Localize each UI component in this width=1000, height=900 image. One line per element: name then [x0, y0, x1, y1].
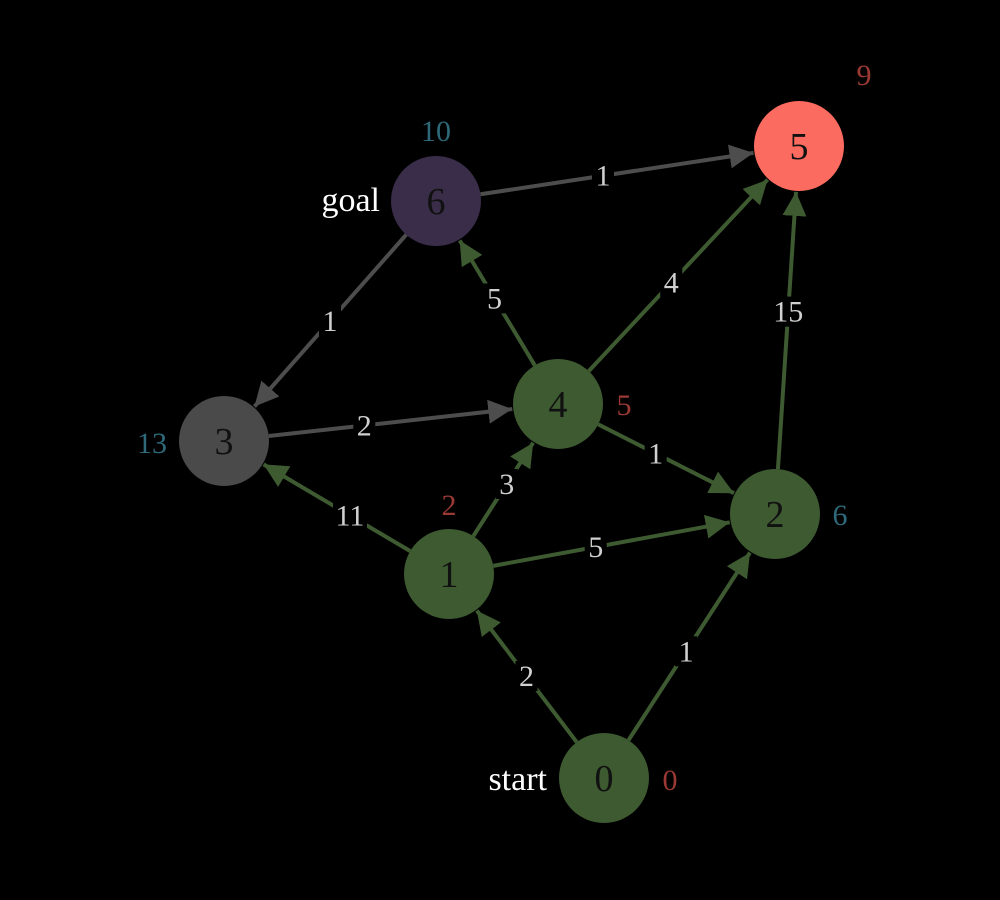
- edge-label-bg: [495, 468, 518, 499]
- edge-label-bg: [584, 532, 607, 562]
- edge-weight-label-6-3: 1: [323, 305, 338, 338]
- node-cost-annotation-0: 0: [663, 764, 678, 797]
- edge-label-bg: [771, 296, 806, 327]
- node-2[interactable]: 2: [730, 469, 820, 559]
- node-circle-2: [730, 469, 820, 559]
- edge-label-bg: [591, 160, 614, 191]
- node-circle-6: [391, 156, 481, 246]
- edge-weight-label-4-6: 5: [487, 282, 502, 315]
- node-5[interactable]: 5: [754, 101, 844, 191]
- edge-weight-label-2-5: 15: [773, 296, 803, 329]
- node-4[interactable]: 4: [513, 359, 603, 449]
- edge-weight-label-6-5: 1: [595, 160, 610, 193]
- edge-label-bg: [333, 500, 367, 531]
- node-label-6: 6: [427, 181, 446, 223]
- node-side-label-start: start: [488, 761, 547, 798]
- node-cost-annotation-1: 2: [442, 489, 457, 522]
- node-circle-5: [754, 101, 844, 191]
- node-side-label-goal: goal: [321, 182, 380, 219]
- node-label-5: 5: [790, 126, 809, 168]
- edge-weight-label-3-4: 2: [357, 409, 372, 442]
- node-6[interactable]: 6: [391, 156, 481, 246]
- node-label-0: 0: [595, 758, 614, 800]
- node-label-3: 3: [215, 421, 234, 463]
- edge-label-bg: [319, 306, 341, 336]
- edge-weight-label-0-1: 2: [519, 660, 534, 693]
- edge-label-bg: [660, 267, 683, 298]
- edge-label-bg: [515, 661, 538, 691]
- edge-2-5: [775, 191, 807, 470]
- edge-weight-label-0-2: 1: [679, 635, 694, 668]
- node-label-2: 2: [766, 494, 785, 536]
- node-1[interactable]: 1: [404, 529, 494, 619]
- edge-weight-label-1-2: 5: [588, 531, 603, 564]
- node-circle-1: [404, 529, 494, 619]
- edge-label-bg: [353, 410, 376, 441]
- node-label-1: 1: [440, 554, 459, 596]
- node-circle-0: [559, 733, 649, 823]
- edge-3-4: [268, 399, 513, 439]
- node-cost-annotation-2: 6: [833, 499, 848, 532]
- node-label-4: 4: [549, 384, 568, 426]
- node-circle-4: [513, 359, 603, 449]
- edge-weight-label-4-2: 1: [648, 438, 663, 471]
- edge-label-bg: [483, 283, 506, 314]
- node-cost-annotation-5: 9: [857, 59, 872, 92]
- edge-label-bg: [675, 636, 698, 667]
- nodes-layer: 0 1 2 3 4 5 6: [179, 101, 844, 823]
- node-cost-annotation-6: 10: [421, 115, 451, 148]
- edge-6-5: [480, 144, 754, 197]
- edge-1-2: [492, 514, 731, 568]
- edge-weight-label-4-5: 4: [664, 267, 679, 300]
- node-3[interactable]: 3: [179, 396, 269, 486]
- edge-weight-label-1-3: 11: [336, 499, 365, 532]
- node-cost-annotation-4: 5: [617, 389, 632, 422]
- node-circle-3: [179, 396, 269, 486]
- edge-label-bg: [644, 438, 667, 469]
- node-cost-annotation-3: 13: [137, 427, 167, 460]
- edge-weight-label-1-4: 3: [499, 468, 514, 501]
- node-0[interactable]: 0: [559, 733, 649, 823]
